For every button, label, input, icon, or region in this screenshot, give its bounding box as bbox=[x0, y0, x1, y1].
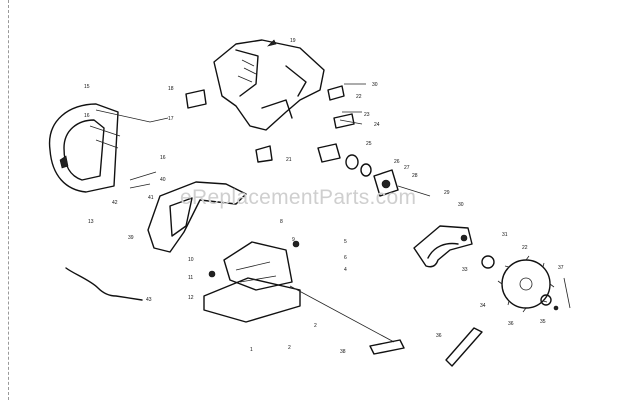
motor-housing bbox=[213, 39, 325, 131]
callout-13: 13 bbox=[88, 219, 94, 225]
motor-bracket bbox=[129, 171, 247, 253]
watermark: eReplacementParts.com bbox=[180, 186, 417, 209]
callout-30b: 30 bbox=[458, 202, 464, 208]
lower-blade-guard bbox=[413, 225, 473, 268]
saw-blade bbox=[481, 255, 571, 313]
callout-16b: 16 bbox=[160, 155, 166, 161]
callout-23: 23 bbox=[364, 112, 370, 118]
callout-10: 10 bbox=[188, 257, 194, 263]
callout-24: 24 bbox=[374, 122, 380, 128]
callout-41: 41 bbox=[148, 195, 154, 201]
scan-edge-line bbox=[8, 0, 10, 400]
callout-36: 36 bbox=[508, 321, 514, 327]
callout-16: 16 bbox=[84, 113, 90, 119]
callout-19: 19 bbox=[290, 38, 296, 44]
callout-12: 12 bbox=[188, 295, 194, 301]
callout-43: 43 bbox=[146, 297, 152, 303]
brush-holder-parts bbox=[255, 83, 366, 163]
callout-11: 11 bbox=[188, 275, 194, 281]
callout-21: 21 bbox=[286, 157, 292, 163]
callout-4: 4 bbox=[344, 267, 347, 273]
upper-blade-guard bbox=[48, 103, 169, 193]
callout-27: 27 bbox=[404, 165, 410, 171]
callout-39: 39 bbox=[128, 235, 134, 241]
callout-18: 18 bbox=[168, 86, 174, 92]
callout-22b: 22 bbox=[522, 245, 528, 251]
callout-40: 40 bbox=[160, 177, 166, 183]
callout-2: 2 bbox=[314, 323, 317, 329]
callout-1: 1 bbox=[250, 347, 253, 353]
callout-37: 37 bbox=[558, 265, 564, 271]
callout-36b: 36 bbox=[436, 333, 442, 339]
callout-25: 25 bbox=[366, 141, 372, 147]
shoe-base-plate bbox=[203, 240, 405, 355]
callout-2b: 2 bbox=[288, 345, 291, 351]
callout-15: 15 bbox=[84, 84, 90, 90]
callout-33: 33 bbox=[462, 267, 468, 273]
callout-22: 22 bbox=[356, 94, 362, 100]
callout-8: 8 bbox=[280, 219, 283, 225]
callout-26: 26 bbox=[394, 159, 400, 165]
callout-29: 29 bbox=[444, 190, 450, 196]
callout-9: 9 bbox=[292, 237, 295, 243]
power-cord bbox=[65, 267, 143, 301]
armature-assembly bbox=[317, 143, 431, 197]
callout-17: 17 bbox=[168, 116, 174, 122]
callout-30: 30 bbox=[372, 82, 378, 88]
callout-34: 34 bbox=[480, 303, 486, 309]
callout-38: 38 bbox=[340, 349, 346, 355]
callout-42: 42 bbox=[112, 200, 118, 206]
label-plate bbox=[185, 89, 207, 109]
callout-35: 35 bbox=[540, 319, 546, 325]
callout-28: 28 bbox=[412, 173, 418, 179]
callout-31: 31 bbox=[502, 232, 508, 238]
callout-5: 5 bbox=[344, 239, 347, 245]
blade-wrench bbox=[445, 327, 483, 367]
callout-6: 6 bbox=[344, 255, 347, 261]
